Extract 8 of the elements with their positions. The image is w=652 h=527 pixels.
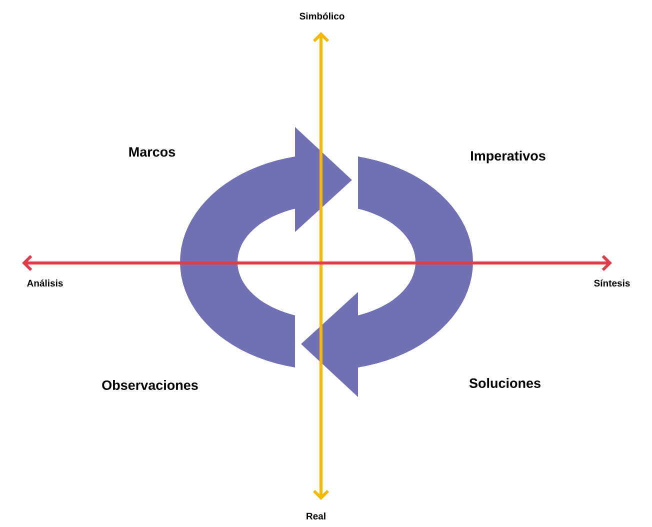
axis-label: Real	[306, 512, 326, 520]
axis-label: Síntesis	[594, 279, 630, 287]
quadrant-label: Observaciones	[102, 380, 198, 390]
quadrant-label: Imperativos	[471, 150, 546, 164]
quadrant-label: Marcos	[129, 147, 176, 157]
axis-label: Simbólico	[300, 12, 344, 20]
quadrant-label: Soluciones	[469, 378, 540, 388]
axis-label: Análisis	[27, 279, 63, 287]
